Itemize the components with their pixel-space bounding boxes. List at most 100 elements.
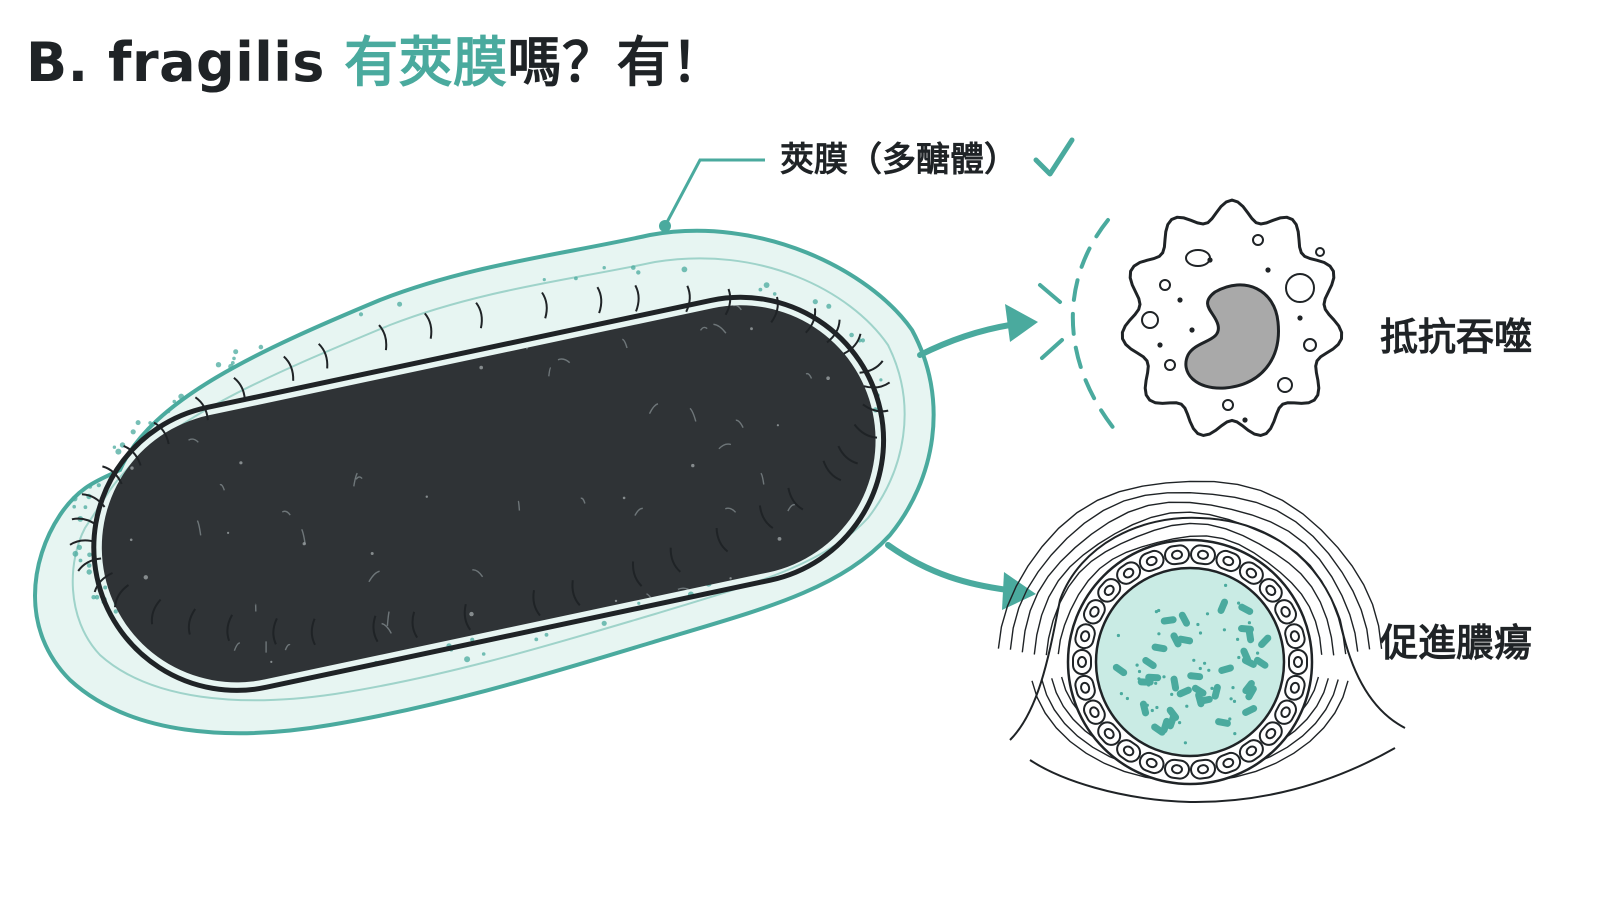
cytoplasm-streak: [281, 510, 291, 516]
granule: [1207, 257, 1213, 263]
capsule-dot: [681, 266, 688, 273]
capsule-label: 莢膜（多醣體）: [780, 140, 1018, 180]
fimbria: [310, 618, 316, 646]
cytoplasm-streak: [284, 643, 291, 651]
cytoplasm-speck: [826, 206, 828, 208]
cytoplasm-speck: [469, 611, 474, 617]
cytoplasm-streak: [580, 497, 586, 504]
cytoplasm-streak: [689, 658, 704, 664]
vesicle: [1164, 359, 1176, 371]
capsule-dot: [94, 594, 100, 600]
abscess-speck: [1236, 637, 1240, 642]
abscess-bacterium: [1170, 632, 1182, 648]
deflection-marks: [1038, 218, 1117, 432]
cytoplasm-streak: [157, 153, 166, 161]
check-icon: [1033, 137, 1075, 177]
abscess-bacteria: [1112, 583, 1272, 745]
capsule-dot: [78, 558, 83, 563]
cytoplasm-streak: [151, 314, 154, 326]
wall-cell: [1215, 751, 1242, 775]
abscess-bacterium: [1242, 705, 1258, 716]
capsule-dot: [172, 399, 177, 404]
wall-cell-nucleus: [1122, 745, 1135, 757]
cytoplasm-streak: [622, 338, 628, 349]
granule: [1242, 417, 1248, 423]
wall-cell: [1083, 699, 1106, 725]
abscess-speck: [1137, 677, 1141, 681]
abscess-bacterium: [1112, 663, 1128, 677]
abscess-speck: [1157, 608, 1161, 613]
wall-cell-nucleus: [1245, 567, 1258, 579]
tissue-fiber: [997, 480, 1383, 649]
cytoplasm-streak: [785, 665, 795, 675]
capsule-dot: [772, 292, 777, 296]
cytoplasm-streak: [768, 219, 770, 227]
cytoplasm-speck: [696, 646, 700, 649]
vesicle: [1303, 338, 1317, 352]
cytoplasm-speck: [229, 225, 232, 228]
abscess-bacterium: [1238, 603, 1254, 615]
vesicle: [1277, 377, 1293, 393]
cytoplasm-speck: [748, 209, 750, 211]
capsule-dot: [637, 601, 641, 605]
abscess-bacterium: [1242, 680, 1255, 695]
cytoplasm-speck: [580, 225, 583, 228]
wall-cell-nucleus: [1222, 555, 1235, 567]
abscess-speck: [1157, 632, 1161, 636]
abscess-speck: [1233, 732, 1237, 736]
fimbria: [541, 291, 548, 319]
fimbria: [596, 286, 603, 314]
capsule-dot: [113, 609, 119, 614]
wall-cell-nucleus: [1103, 584, 1115, 596]
cytoplasm-streak: [355, 476, 363, 480]
wall-cell: [1284, 623, 1306, 650]
fimbria: [805, 308, 817, 334]
fimbria: [631, 561, 643, 587]
granule: [1177, 297, 1183, 303]
wall-cell: [1116, 739, 1142, 763]
abscess-bacterium: [1178, 611, 1191, 627]
cytoplasm-speck: [852, 778, 854, 780]
cytoplasm-streak: [634, 507, 643, 516]
fimbria: [822, 460, 842, 482]
capsule-dot: [228, 363, 234, 370]
cytoplasm-speck: [475, 191, 479, 195]
fimbria: [114, 584, 130, 608]
cytoplasm-streak: [508, 212, 518, 215]
capsule-dot: [148, 421, 152, 425]
fimbria: [283, 355, 295, 381]
granule: [1265, 267, 1271, 273]
cytoplasm-streak: [676, 703, 685, 707]
wall-cell: [1274, 599, 1297, 625]
fimbria: [233, 377, 246, 402]
tissue-fiber: [1057, 535, 1323, 655]
abscess-speck: [1185, 704, 1189, 708]
wall-cell: [1274, 699, 1297, 725]
abscess-bacterium: [1166, 706, 1180, 721]
wall-cell-nucleus: [1089, 605, 1100, 618]
cytoplasm-streak: [307, 744, 320, 747]
cytoplasm-streak: [472, 569, 484, 578]
fimbria: [758, 505, 774, 529]
fimbria: [724, 288, 732, 316]
fimbria: [669, 547, 681, 573]
abscess-speck: [1150, 708, 1154, 713]
capsule-dot: [758, 287, 763, 292]
capsule-dot: [860, 338, 866, 343]
fimbria: [150, 598, 162, 625]
fimbria: [571, 580, 581, 606]
abscess-bacterium: [1191, 684, 1207, 697]
abscess-bacterium: [1145, 673, 1162, 682]
abscess-bacterium: [1211, 683, 1221, 700]
abscess-speck: [1205, 612, 1210, 616]
abscess-speck: [1222, 628, 1226, 632]
abscess-bacterium: [1245, 627, 1255, 644]
capsule-dot: [464, 656, 471, 663]
fimbria: [69, 539, 97, 546]
abscess-speck: [1154, 681, 1158, 685]
cytoplasm-streak: [863, 223, 865, 233]
cytoplasm-streak: [517, 500, 521, 511]
cytoplasm-streak: [270, 323, 274, 332]
cytoplasm-speck: [373, 160, 377, 164]
